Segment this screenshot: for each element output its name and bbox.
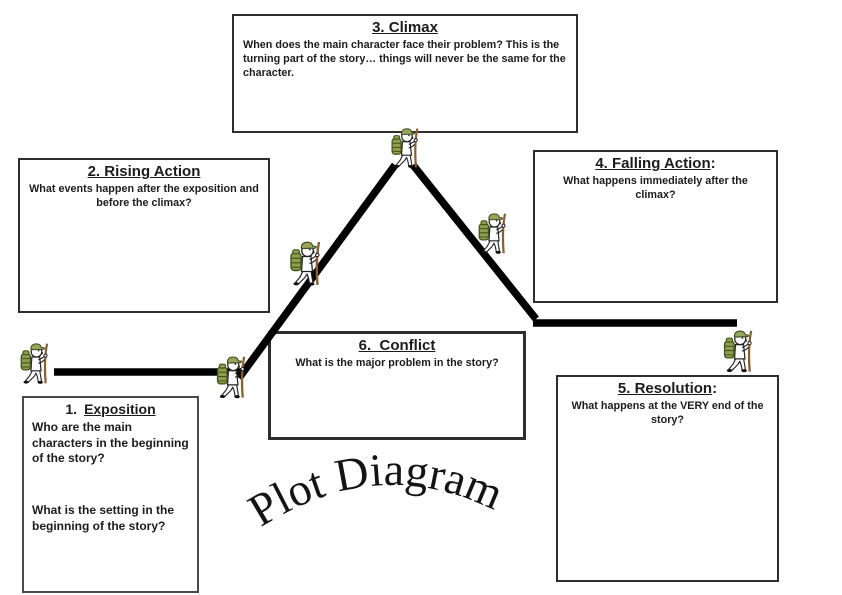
falling-action-question: What happens immediately after the clima…	[563, 175, 748, 202]
resolution-title: 5. Resolution:	[617, 380, 718, 397]
climax-title: 3. Climax	[372, 19, 438, 36]
resolution-box: 5. Resolution: What happens at the VERY …	[556, 375, 779, 582]
climax-box: 3. Climax When does the main character f…	[232, 14, 578, 133]
rising-action-title: 2. Rising Action	[87, 163, 201, 180]
svg-text:Plot Diagram: Plot Diagram	[240, 444, 511, 536]
exposition-box: 1.Exposition Who are the main characters…	[22, 396, 199, 593]
conflict-title: 6. Conflict	[358, 337, 436, 354]
page-title: Plot Diagram	[240, 444, 511, 536]
hiker-icon-climax	[391, 127, 419, 169]
falling-action-title: 4. Falling Action:	[595, 155, 716, 172]
hiker-icon-exposition	[20, 342, 49, 385]
rising-action-box: 2. Rising Action What events happen afte…	[18, 158, 270, 313]
exposition-question-2: What is the setting in the beginning of …	[32, 503, 175, 534]
hiker-icon-rising-mid	[289, 240, 321, 287]
climax-question: When does the main character face their …	[243, 39, 566, 80]
hiker-icon-rising-start	[216, 355, 246, 400]
conflict-box: 6. Conflict What is the major problem in…	[268, 331, 526, 440]
resolution-question: What happens at the VERY end of the stor…	[571, 400, 764, 427]
exposition-title: 1.Exposition	[65, 401, 156, 417]
hiker-icon-falling	[478, 212, 507, 255]
hiker-icon-resolution	[723, 329, 753, 374]
conflict-question: What is the major problem in the story?	[295, 357, 499, 369]
rising-action-question: What events happen after the exposition …	[29, 183, 259, 210]
plot-line-falling-segment	[410, 162, 539, 322]
exposition-question-1: Who are the main characters in the begin…	[32, 419, 189, 466]
falling-action-box: 4. Falling Action: What happens immediat…	[533, 150, 778, 303]
page-title-arc: Plot Diagram	[240, 444, 511, 536]
